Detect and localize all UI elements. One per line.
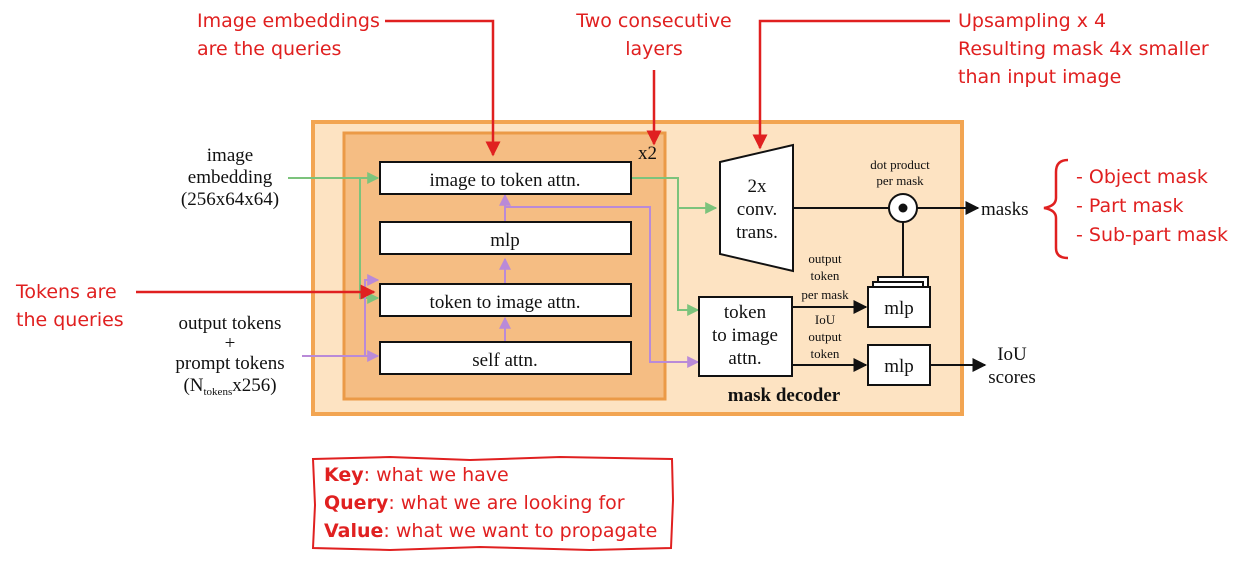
conv-transpose-block: 2x conv. trans. xyxy=(719,143,794,273)
repeat-label: x2 xyxy=(638,143,657,164)
mlp-block: mlp xyxy=(379,221,632,255)
svg-text:are the queries: are the queries xyxy=(197,38,341,60)
annotation-tokens: Tokens are the queries xyxy=(15,281,376,331)
self-attn-label: self attn. xyxy=(472,350,537,371)
dot-product-label-1: dot product xyxy=(870,157,930,172)
self-attn-block: self attn. xyxy=(379,341,632,375)
tokens-line-3: prompt tokens xyxy=(175,353,284,374)
image-embedding-line-3: (256x64x64) xyxy=(181,189,279,210)
svg-text:output: output xyxy=(808,251,842,266)
final-attn-line-2: to image xyxy=(712,325,778,346)
image-embedding-input: image embedding (256x64x64) xyxy=(181,145,279,210)
tokens-line-2: + xyxy=(225,333,236,354)
svg-text:layers: layers xyxy=(625,38,683,60)
svg-text:token: token xyxy=(811,346,840,361)
svg-text:Upsampling x 4: Upsampling x 4 xyxy=(958,10,1106,32)
final-attn-line-3: attn. xyxy=(728,348,761,369)
kqv-line-key: Key: what we have xyxy=(324,464,509,486)
tokens-line-1: output tokens xyxy=(179,313,282,334)
final-attn-line-1: token xyxy=(724,302,767,323)
dot-product-node xyxy=(888,193,918,223)
svg-text:Tokens are: Tokens are xyxy=(15,281,117,303)
svg-text:than input image: than input image xyxy=(958,66,1121,88)
mask-mlp-stack: mlp xyxy=(867,276,931,328)
iou-output-line-2: scores xyxy=(988,367,1035,388)
kqv-line-query: Query: what we are looking for xyxy=(324,492,625,514)
token-flow xyxy=(302,193,700,368)
final-token-to-image-block: token to image attn. xyxy=(698,296,793,377)
svg-text:- Sub-part mask: - Sub-part mask xyxy=(1076,224,1228,246)
conv-line-3: trans. xyxy=(736,222,778,243)
annotation-image-embeddings: Image embeddings are the queries xyxy=(197,10,501,157)
annotation-upsampling: Upsampling x 4 Resulting mask 4x smaller… xyxy=(752,10,1209,150)
dot-product-label-2: per mask xyxy=(876,173,924,188)
svg-text:- Object mask: - Object mask xyxy=(1076,166,1208,188)
svg-text:IoU: IoU xyxy=(815,312,836,327)
kqv-line-value: Value: what we want to propagate xyxy=(324,520,657,542)
mask-decoder-title: mask decoder xyxy=(728,385,841,406)
svg-text:the queries: the queries xyxy=(16,309,124,331)
output-token-label: output token per mask xyxy=(801,251,849,302)
image-to-token-block: image to token attn. xyxy=(379,161,632,195)
output-connections xyxy=(793,201,987,372)
annotation-two-layers: Two consecutive layers xyxy=(575,10,732,146)
token-to-image-block: token to image attn. xyxy=(379,283,632,317)
iou-output-line-1: IoU xyxy=(997,344,1027,365)
conv-line-1: 2x xyxy=(748,176,768,197)
kqv-definition-box: Key: what we have Query: what we are loo… xyxy=(311,455,675,552)
iou-mlp-label: mlp xyxy=(884,356,914,377)
masks-output-label: masks xyxy=(981,199,1029,220)
tokens-line-4: (Ntokensx256) xyxy=(183,375,276,398)
iou-mlp: mlp xyxy=(867,344,931,386)
token-to-image-label: token to image attn. xyxy=(430,292,581,313)
svg-text:per mask: per mask xyxy=(801,287,849,302)
conv-line-2: conv. xyxy=(737,199,777,220)
svg-text:- Part mask: - Part mask xyxy=(1076,195,1184,217)
iou-token-label: IoU output token xyxy=(808,312,842,361)
image-embedding-line-1: image xyxy=(207,145,253,166)
annotation-mask-types: - Object mask - Part mask - Sub-part mas… xyxy=(1043,158,1228,260)
image-to-token-label: image to token attn. xyxy=(430,170,581,191)
svg-text:Resulting mask 4x smaller: Resulting mask 4x smaller xyxy=(958,38,1209,60)
svg-text:token: token xyxy=(811,268,840,283)
svg-text:output: output xyxy=(808,329,842,344)
mlp-block-label: mlp xyxy=(490,230,520,251)
svg-text:Image embeddings: Image embeddings xyxy=(197,10,380,32)
tokens-input: output tokens + prompt tokens (Ntokensx2… xyxy=(175,313,284,398)
image-embedding-line-2: embedding xyxy=(188,167,273,188)
mask-mlp-label: mlp xyxy=(884,298,914,319)
svg-text:Two consecutive: Two consecutive xyxy=(575,10,732,32)
